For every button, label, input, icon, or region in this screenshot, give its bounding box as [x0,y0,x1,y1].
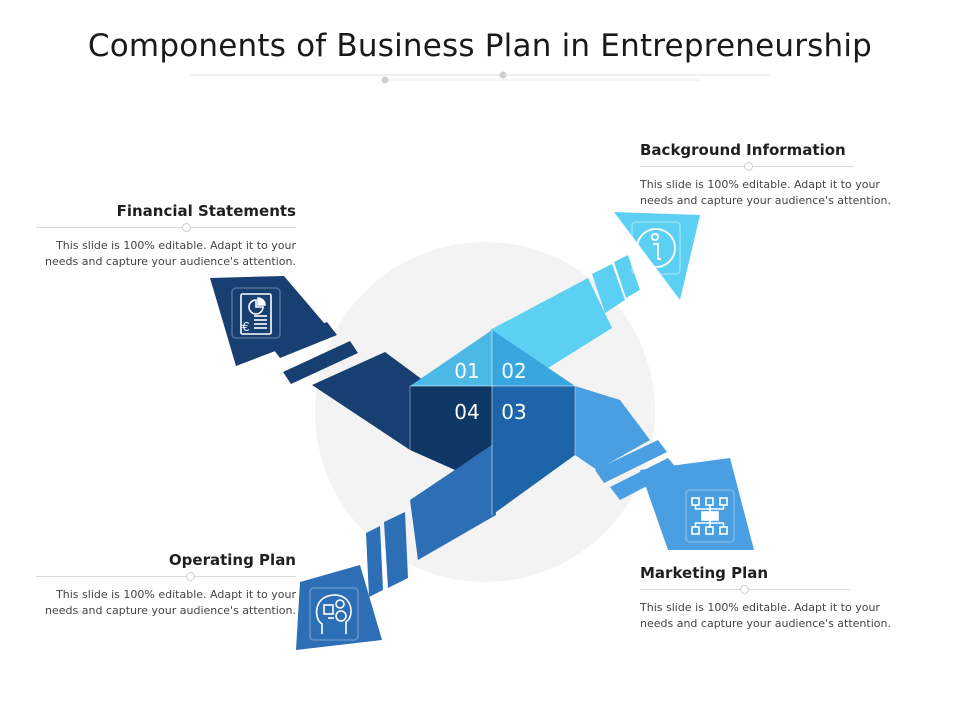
center-diamond [409,330,576,515]
item-financial-body: This slide is 100% editable. Adapt it to… [45,239,296,268]
arrow-background [490,212,700,368]
item-background-heading: Background Information [640,141,846,159]
network-icon [685,489,735,543]
item-marketing-rule [640,585,850,594]
item-financial-heading: Financial Statements [116,202,296,220]
item-marketing: Marketing Plan This slide is 100% editab… [640,564,900,632]
item-operating: Operating Plan This slide is 100% editab… [36,551,296,619]
center-quadrant-01 [410,330,492,386]
item-financial-rule [36,223,296,232]
item-operating-body: This slide is 100% editable. Adapt it to… [45,588,296,617]
financial-report-icon: € [231,287,281,339]
center-label-04: 04 [454,400,479,424]
center-quadrant-04 [410,386,492,470]
page-title: Components of Business Plan in Entrepren… [87,28,873,64]
item-operating-heading: Operating Plan [168,551,296,569]
item-operating-rule [36,572,296,581]
item-background-body: This slide is 100% editable. Adapt it to… [640,178,891,207]
title-underline [190,71,770,84]
item-background: Background Information This slide is 100… [640,141,900,209]
item-marketing-body: This slide is 100% editable. Adapt it to… [640,601,891,630]
item-background-rule [640,162,854,171]
svg-text:€: € [242,320,250,334]
item-financial: Financial Statements This slide is 100% … [36,202,296,270]
center-label-03: 03 [501,400,526,424]
info-icon [631,221,681,275]
item-marketing-heading: Marketing Plan [640,564,769,582]
center-quadrant-03 [492,386,575,515]
head-gears-icon [309,587,359,641]
center-label-01: 01 [454,359,479,383]
center-label-02: 02 [501,359,526,383]
center-quadrant-02 [492,330,575,386]
